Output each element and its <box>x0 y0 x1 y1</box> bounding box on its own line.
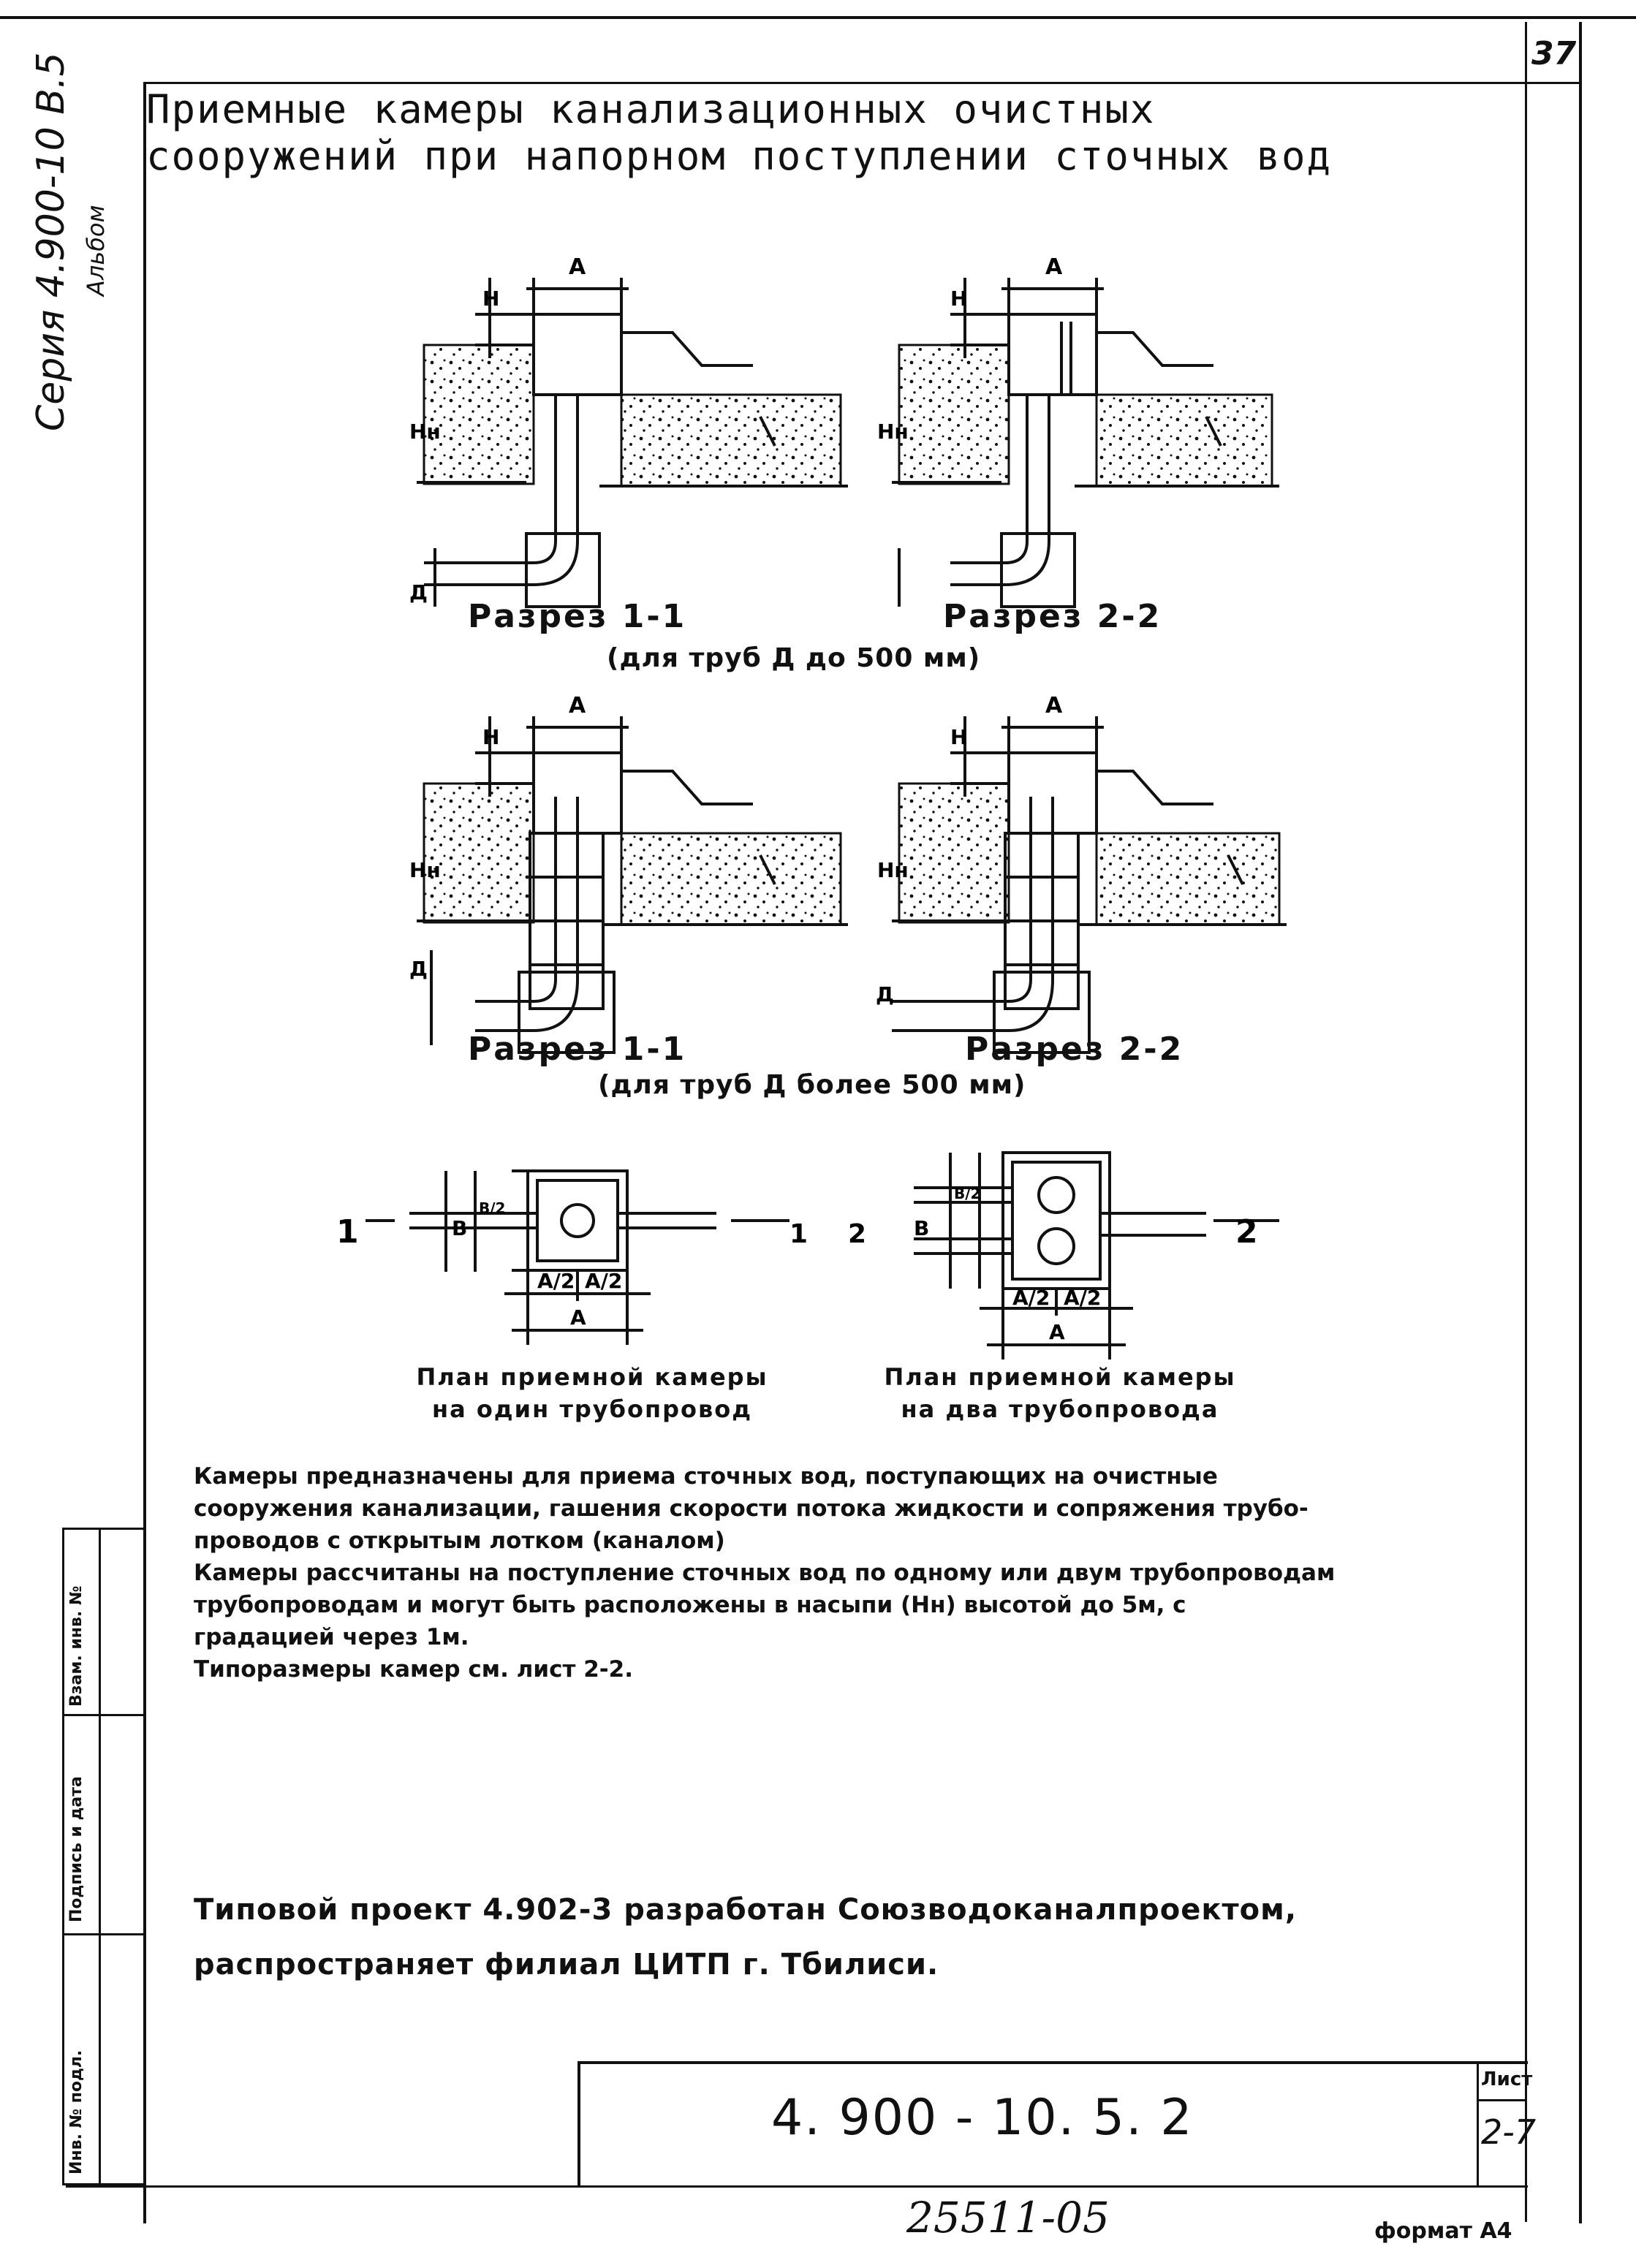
section-2-2-small-caption: Разрез 2-2 <box>943 598 1162 635</box>
section-mark-2-right: 2 <box>1235 1213 1258 1251</box>
dim-A2-3: А/2 <box>1012 1286 1050 1310</box>
dim-Hn-4: Нн <box>877 858 909 882</box>
description-line: Типоразмеры камер см. лист 2-2. <box>194 1656 634 1683</box>
sheet-box-left <box>1477 2061 1479 2187</box>
dim-A2-2: А/2 <box>585 1269 622 1293</box>
sheet-box-mid <box>1477 2099 1526 2101</box>
section-1-1-large-caption: Разрез 1-1 <box>468 1031 687 1068</box>
title-line-2: сооружений при напорном поступлении сточ… <box>146 133 1333 179</box>
dim-A-plan-2: А <box>1049 1320 1065 1344</box>
dim-A-1: А <box>569 254 586 280</box>
designation: 4. 900 - 10. 5. 2 <box>771 2089 1194 2147</box>
title-block-top <box>577 2061 1528 2064</box>
handwritten-number: 25511-05 <box>906 2193 1110 2242</box>
dim-A-plan-1: А <box>570 1305 586 1330</box>
section-1-1-large <box>417 716 848 1054</box>
dim-H-1: Н <box>482 287 499 311</box>
plan-two-pipelines <box>914 1151 1279 1359</box>
dim-B-2: В <box>914 1216 929 1240</box>
dim-D-2: Д <box>409 957 428 981</box>
dim-A-2: А <box>1045 254 1063 280</box>
description: Камеры предназначены для приема сточных … <box>194 1460 1539 1685</box>
dim-H-4: Н <box>950 725 967 749</box>
dim-Hn-3: Нн <box>409 858 441 882</box>
dim-D-1: Д <box>409 580 428 604</box>
dim-B2-2: В/2 <box>954 1185 980 1202</box>
plan-one-caption-line-2: на один трубопровод <box>431 1395 753 1423</box>
large-pipe-note: (для труб Д более 500 мм) <box>598 1070 1026 1100</box>
plan-one-caption-line-1: План приемной камеры <box>416 1363 768 1391</box>
dim-A2-1: А/2 <box>537 1269 575 1293</box>
stamp-inv-podl: Инв. № подл. <box>67 2049 86 2174</box>
description-line: Камеры рассчитаны на поступление сточных… <box>194 1560 1336 1586</box>
dim-A2-4: А/2 <box>1064 1286 1101 1310</box>
dim-Hn-2: Нн <box>877 420 909 444</box>
description-line: трубопроводам и могут быть расположены в… <box>194 1592 1186 1618</box>
stamp-vzam: Взам. инв. № <box>67 1585 86 1707</box>
small-pipe-note: (для труб Д до 500 мм) <box>607 643 981 673</box>
section-mark-2-left: 2 <box>848 1219 866 1249</box>
description-line: сооружения канализации, гашения скорости… <box>194 1495 1309 1522</box>
plan-one-caption: План приемной камеры на один трубопровод <box>395 1361 789 1425</box>
plan-one-pipeline <box>366 1169 789 1345</box>
format-label: формат А4 <box>1374 2218 1512 2244</box>
section-mark-1-left: 1 <box>336 1213 359 1251</box>
frame-left <box>143 82 146 2223</box>
sheet-label: Лист <box>1481 2068 1533 2090</box>
section-2-2-large-caption: Разрез 2-2 <box>965 1031 1184 1068</box>
section-1-1-small <box>417 278 848 608</box>
plan-two-caption-line-2: на два трубопровода <box>901 1395 1219 1423</box>
frame-top-inner <box>143 82 1525 84</box>
project-note-line-1: Типовой проект 4.902-3 разработан Союзво… <box>194 1893 1298 1927</box>
frame-right <box>1579 22 1582 2223</box>
page-number: 37 <box>1531 35 1577 72</box>
dim-H-2: Н <box>950 287 967 311</box>
dim-Hn-1: Нн <box>409 420 441 444</box>
description-line: проводов с открытым лотком (каналом) <box>194 1528 725 1554</box>
stamp-podpis: Подпись и дата <box>67 1776 86 1922</box>
frame-right-inner <box>1525 22 1527 2222</box>
page-title: Приемные камеры канализационных очистных… <box>146 86 1572 180</box>
section-2-2-small <box>892 278 1279 608</box>
section-mark-1-right: 1 <box>789 1219 808 1249</box>
plan-two-caption-line-1: План приемной камеры <box>884 1363 1236 1391</box>
description-line: Камеры предназначены для приема сточных … <box>194 1463 1218 1490</box>
drawings: А А А А Н Н Н Н Нн Нн Нн Нн Д Д Д В В В/… <box>336 254 1287 1359</box>
page-number-box-bottom <box>1513 82 1580 84</box>
project-note-line-2: распространяет филиал ЦИТП г. Тбилиси. <box>194 1948 939 1981</box>
dim-A-3: А <box>569 693 586 718</box>
sheet-value: 2-7 <box>1481 2112 1537 2152</box>
dim-B2-1: В/2 <box>479 1199 505 1217</box>
stamp-column <box>62 1528 144 2185</box>
section-1-1-small-caption: Разрез 1-1 <box>468 598 687 635</box>
dim-B-1: В <box>452 1216 467 1240</box>
dim-D-3: Д <box>876 982 894 1006</box>
title-block-left <box>577 2061 580 2187</box>
frame-bottom <box>66 2185 1528 2188</box>
dim-A-4: А <box>1045 693 1063 718</box>
section-2-2-large <box>892 716 1287 1054</box>
frame-top <box>0 16 1636 19</box>
title-line-1: Приемные камеры канализационных очистных <box>146 86 1156 132</box>
description-line: градацией через 1м. <box>194 1624 469 1650</box>
dim-H-3: Н <box>482 725 499 749</box>
plan-two-caption: План приемной камеры на два трубопровода <box>863 1361 1257 1425</box>
